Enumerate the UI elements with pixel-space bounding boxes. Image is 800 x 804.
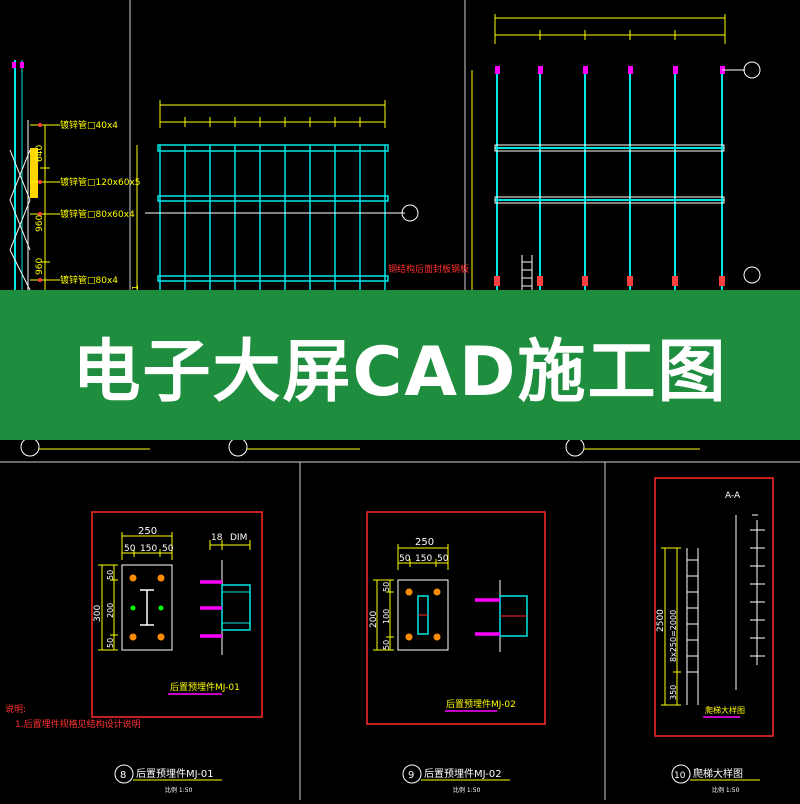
mj01-dim-top: 250	[138, 526, 157, 537]
callout-pipe-120: 镀锌管□120x60x5	[60, 176, 141, 188]
svg-text:250: 250	[138, 526, 157, 537]
mj02-dim-sub-2: 150	[415, 554, 432, 564]
callout-pipe-40: 镀锌管□40x4	[60, 119, 118, 131]
mj01-dim-side: 300	[93, 605, 103, 622]
dim-960-lower: 960	[35, 258, 45, 275]
ladder-footer: 10 爬梯大样图 比例 1:50	[671, 764, 760, 794]
mj02-dim-sub-1: 50	[399, 554, 411, 564]
mj01-footer-title: 后置预埋件MJ-01	[136, 768, 214, 780]
dim-640: 640	[35, 145, 45, 162]
mj02-dim-side-sub-1: 50	[382, 582, 391, 592]
mj02-footer-title: 后置预埋件MJ-02	[424, 768, 502, 780]
ladder-footer-title: 爬梯大样图	[693, 767, 743, 780]
panel-mj01: 250 50 150 50 300 50 200 50 18 DIM 后置预埋件…	[5, 511, 263, 794]
ladder-dim-rungs: 8x250=2000	[669, 610, 678, 662]
mj01-side-view	[200, 540, 251, 655]
mj01-dim-side-sub-1: 50	[106, 570, 115, 580]
back-plate-note: 钢结构后面封板钢板	[388, 263, 469, 275]
title-banner: 电子大屏CAD施工图	[0, 290, 800, 440]
mj01-dim-18: 18	[211, 533, 223, 543]
callout-pipe-80: 镀锌管□80x4	[60, 274, 118, 286]
mj01-footer-scale: 比例 1:50	[165, 786, 193, 794]
mj02-dim-top: 250	[415, 537, 434, 548]
callout-pipe-80x60: 镀锌管□80x60x4	[60, 208, 135, 220]
mj02-dim-side-sub-3: 50	[382, 640, 391, 650]
mj01-footer-num: 8	[120, 770, 126, 781]
ladder-section-view	[735, 514, 765, 690]
top-left-section: 640 960 960 镀锌管□40x4 镀锌管□120x60x5 镀锌管□80…	[9, 60, 141, 291]
note-text: 1.后置埋件规格见结构设计说明	[15, 718, 141, 730]
mj01-dim-sub-3: 50	[162, 544, 174, 554]
mj01-dim-side-sub-2: 200	[106, 603, 115, 618]
ladder-dim-2500: 2500	[656, 609, 666, 632]
mj02-dim-side: 200	[369, 611, 379, 628]
mj02-side-view	[475, 580, 528, 652]
ladder-footer-scale: 比例 1:50	[712, 786, 740, 794]
mj02-dim-side-sub-2: 100	[382, 609, 391, 624]
dim-960-upper: 960	[35, 215, 45, 232]
mj01-plate-title: 后置预埋件MJ-01	[170, 681, 240, 693]
section-aa-label: A-A	[725, 491, 741, 501]
mj02-plate-title: 后置预埋件MJ-02	[446, 698, 516, 710]
panel-ladder: A-A 2500 8x250=2000 350 爬梯大样图	[654, 477, 774, 794]
mj01-dim-dim: DIM	[230, 533, 247, 543]
ladder-front-view	[686, 548, 699, 705]
ladder-plate-title: 爬梯大样图	[705, 705, 745, 715]
mj01-dim-sub-1: 50	[124, 544, 136, 554]
banner-title: 电子大屏CAD施工图	[72, 332, 728, 412]
svg-text:1: 1	[131, 285, 140, 290]
mj01-footer: 8 后置预埋件MJ-01 比例 1:50	[114, 764, 222, 794]
ladder-footer-num: 10	[674, 771, 686, 781]
mj02-footer-num: 9	[408, 770, 414, 781]
ladder-dim-350: 350	[669, 685, 678, 700]
top-right-elevation	[471, 14, 761, 290]
note-label: 说明:	[5, 703, 26, 715]
mj01-dim-sub-2: 150	[140, 544, 157, 554]
mj02-dim-sub-3: 50	[437, 554, 449, 564]
panel-mj02: 250 50 150 50 200 50 100 50 后置预埋件MJ-02 9…	[366, 511, 546, 794]
mj02-footer-scale: 比例 1:50	[453, 786, 481, 794]
top-middle-elevation: 1 钢结构后面封板钢板	[131, 100, 469, 290]
mj02-footer: 9 后置预埋件MJ-02 比例 1:50	[402, 764, 510, 794]
mj01-dim-side-sub-3: 50	[106, 638, 115, 648]
